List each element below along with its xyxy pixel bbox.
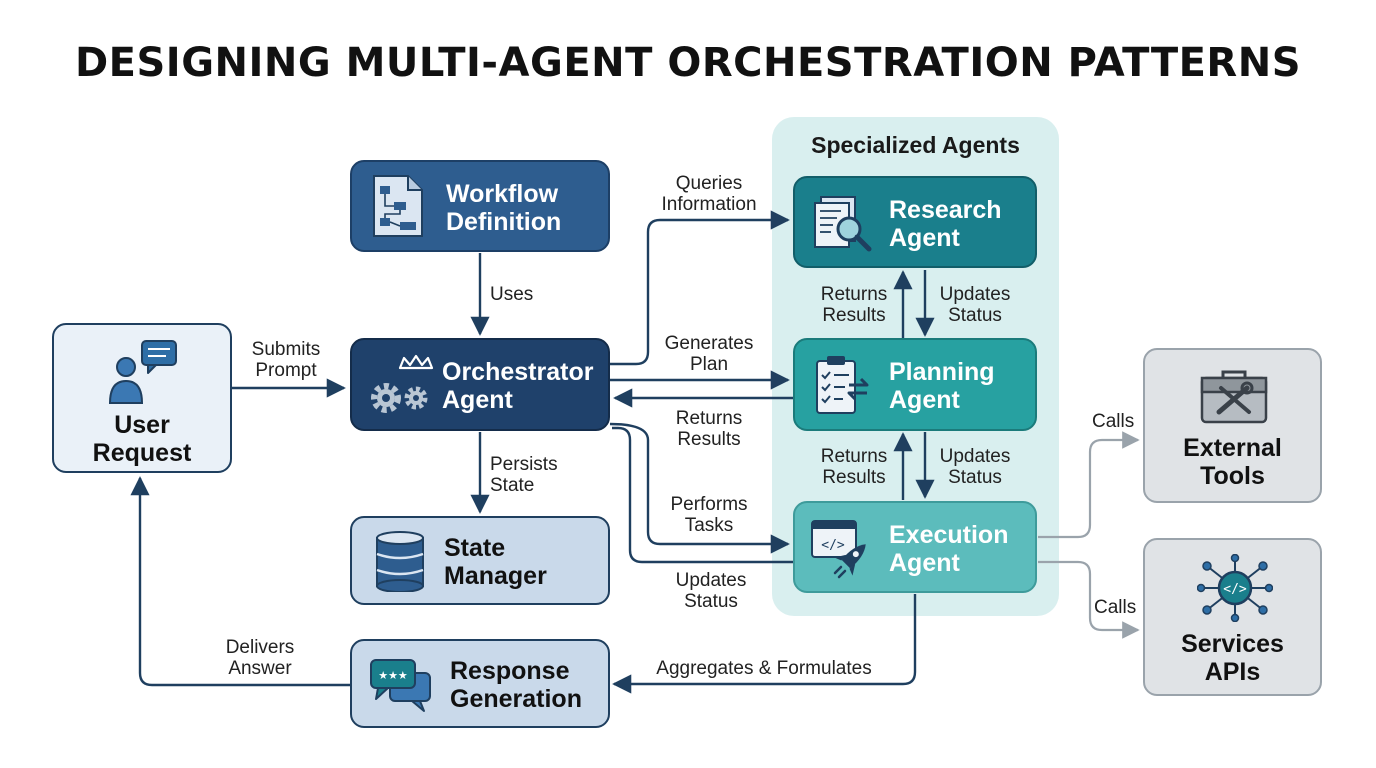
edge-queries-information (610, 210, 790, 366)
response-label-2: Generation (450, 685, 582, 713)
execution-agent-node: </> Execution Agent (793, 501, 1037, 593)
edge-calls-apis (1038, 560, 1140, 639)
user-chat-icon (108, 340, 177, 404)
execution-label-1: Execution (889, 521, 1009, 549)
orchestrator-label-2: Agent (442, 386, 513, 414)
label-aggregates: Aggregates & Formulates (656, 658, 872, 679)
planning-agent-node: Planning Agent (793, 338, 1037, 431)
external-tools-label-2: Tools (1200, 462, 1265, 490)
diagram-title: DESIGNING MULTI-AGENT ORCHESTRATION PATT… (74, 40, 1302, 86)
label-calls-tools: Calls (1092, 411, 1135, 432)
workflow-document-icon (373, 175, 423, 237)
execution-label-2: Agent (889, 549, 960, 577)
svg-text:★★★: ★★★ (378, 669, 408, 682)
workflow-label-2: Definition (446, 208, 562, 236)
edge-delivers-answer (130, 476, 350, 687)
state-manager-node: State Manager (350, 516, 610, 605)
response-label-1: Response (450, 657, 570, 685)
orchestrator-agent-node: Orchestrator Agent (350, 338, 610, 431)
api-network-icon: </> (1197, 554, 1273, 622)
user-request-node: User Request (52, 323, 232, 473)
external-tools-label-1: External (1183, 434, 1282, 462)
planning-label-2: Agent (889, 386, 960, 414)
edge-aggregates (612, 594, 917, 694)
edge-performs-tasks (609, 422, 790, 554)
specialized-agents-title: Specialized Agents (811, 132, 1020, 158)
svg-text:</>: </> (1223, 582, 1247, 597)
state-manager-label-1: State (444, 534, 506, 562)
user-request-label-1: User (114, 411, 170, 439)
workflow-label-1: Workflow (446, 180, 559, 208)
label-calls-apis: Calls (1094, 597, 1137, 618)
research-label-1: Research (889, 196, 1002, 224)
response-generation-node: ★★★ Response Generation (350, 639, 610, 728)
workflow-definition-node: Workflow Definition (350, 160, 610, 252)
research-magnifier-icon (814, 196, 872, 252)
planning-label-1: Planning (889, 358, 995, 386)
research-label-2: Agent (889, 224, 960, 252)
services-label-2: APIs (1204, 658, 1261, 686)
user-request-label-2: Request (92, 439, 192, 467)
services-apis-node: </> Services APIs (1143, 538, 1322, 696)
code-rocket-icon: </> (811, 520, 866, 579)
svg-text:</>: </> (821, 538, 845, 553)
edge-calls-tools (1038, 431, 1140, 539)
state-manager-label-2: Manager (444, 562, 547, 590)
rating-chat-icon: ★★★ (370, 659, 431, 712)
label-uses: Uses (490, 284, 534, 305)
edge-updates-status-orch (612, 426, 793, 564)
gears-crown-icon (371, 354, 434, 413)
external-tools-node: External Tools (1143, 348, 1322, 503)
research-agent-node: Research Agent (793, 176, 1037, 268)
orchestrator-label-1: Orchestrator (442, 358, 594, 386)
checklist-icon (816, 356, 869, 414)
toolbox-icon (1200, 370, 1268, 424)
database-icon (376, 531, 424, 592)
services-label-1: Services (1181, 630, 1284, 658)
